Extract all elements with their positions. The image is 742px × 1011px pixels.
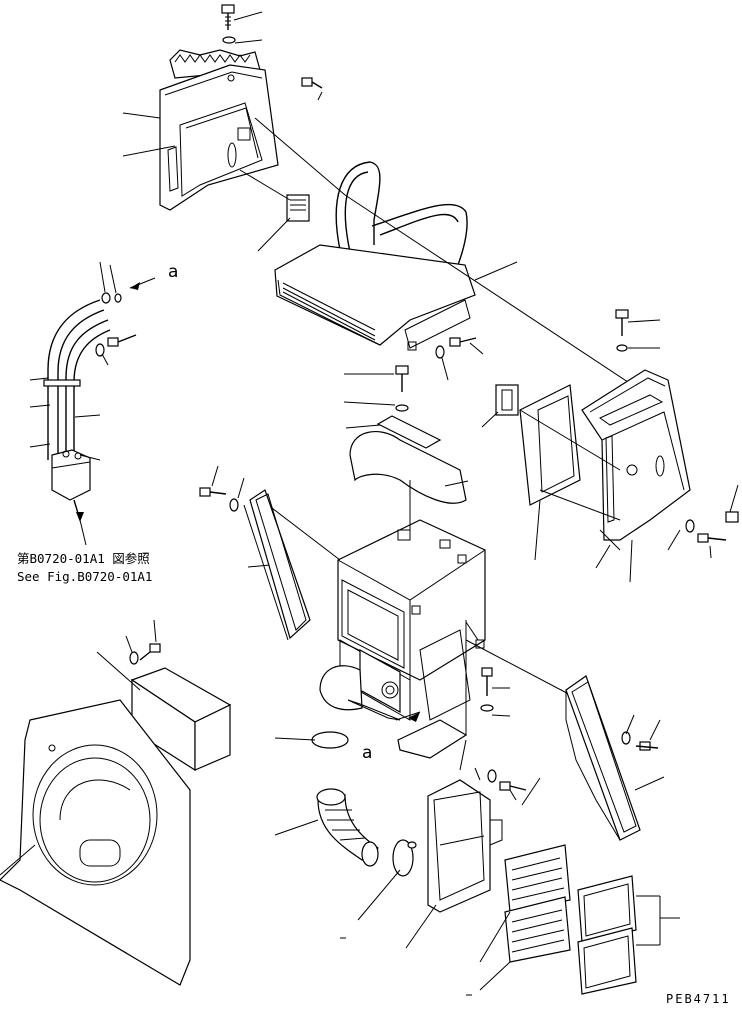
reference-note-en: See Fig.B0720-01A1 <box>17 569 152 584</box>
rail-bolt <box>199 487 239 512</box>
drawing-code: PEB4711 <box>666 992 731 1006</box>
right-rail-bolt <box>621 731 659 751</box>
outer-filter <box>577 875 680 995</box>
heater-housing: a <box>247 480 581 763</box>
duct-handrail-assembly <box>274 161 641 391</box>
pipe-bolt <box>95 334 137 357</box>
top-washer <box>222 36 236 44</box>
top-cover <box>159 64 279 211</box>
right-cover-assembly <box>481 309 739 583</box>
view-marker-a-center: a <box>362 743 372 763</box>
shroud-bolt <box>129 643 161 665</box>
center-bracket-assembly <box>343 365 469 504</box>
duct-elbow <box>319 665 363 711</box>
pipe-assembly: a <box>29 261 178 546</box>
filter-housing <box>405 739 503 949</box>
right-bolt-side <box>685 519 727 543</box>
center-lower-bolts <box>465 621 541 806</box>
side-bolt <box>301 77 323 89</box>
top-bolt <box>221 4 235 30</box>
hose-assembly <box>274 731 417 921</box>
fan-shroud <box>0 619 232 986</box>
valve-block <box>51 449 91 501</box>
left-rail <box>199 465 311 641</box>
right-rail <box>565 675 665 841</box>
right-side-cover <box>581 369 691 541</box>
inner-filter <box>479 844 571 991</box>
duct-bolt <box>435 337 477 359</box>
right-bolt-top <box>615 309 629 336</box>
reference-note-jp: 第B0720-01A1 図参照 <box>17 551 150 566</box>
view-marker-a-top: a <box>168 262 178 282</box>
rubber-cap <box>286 194 310 222</box>
center-bolt <box>395 365 409 392</box>
top-cover-assembly <box>122 4 346 252</box>
